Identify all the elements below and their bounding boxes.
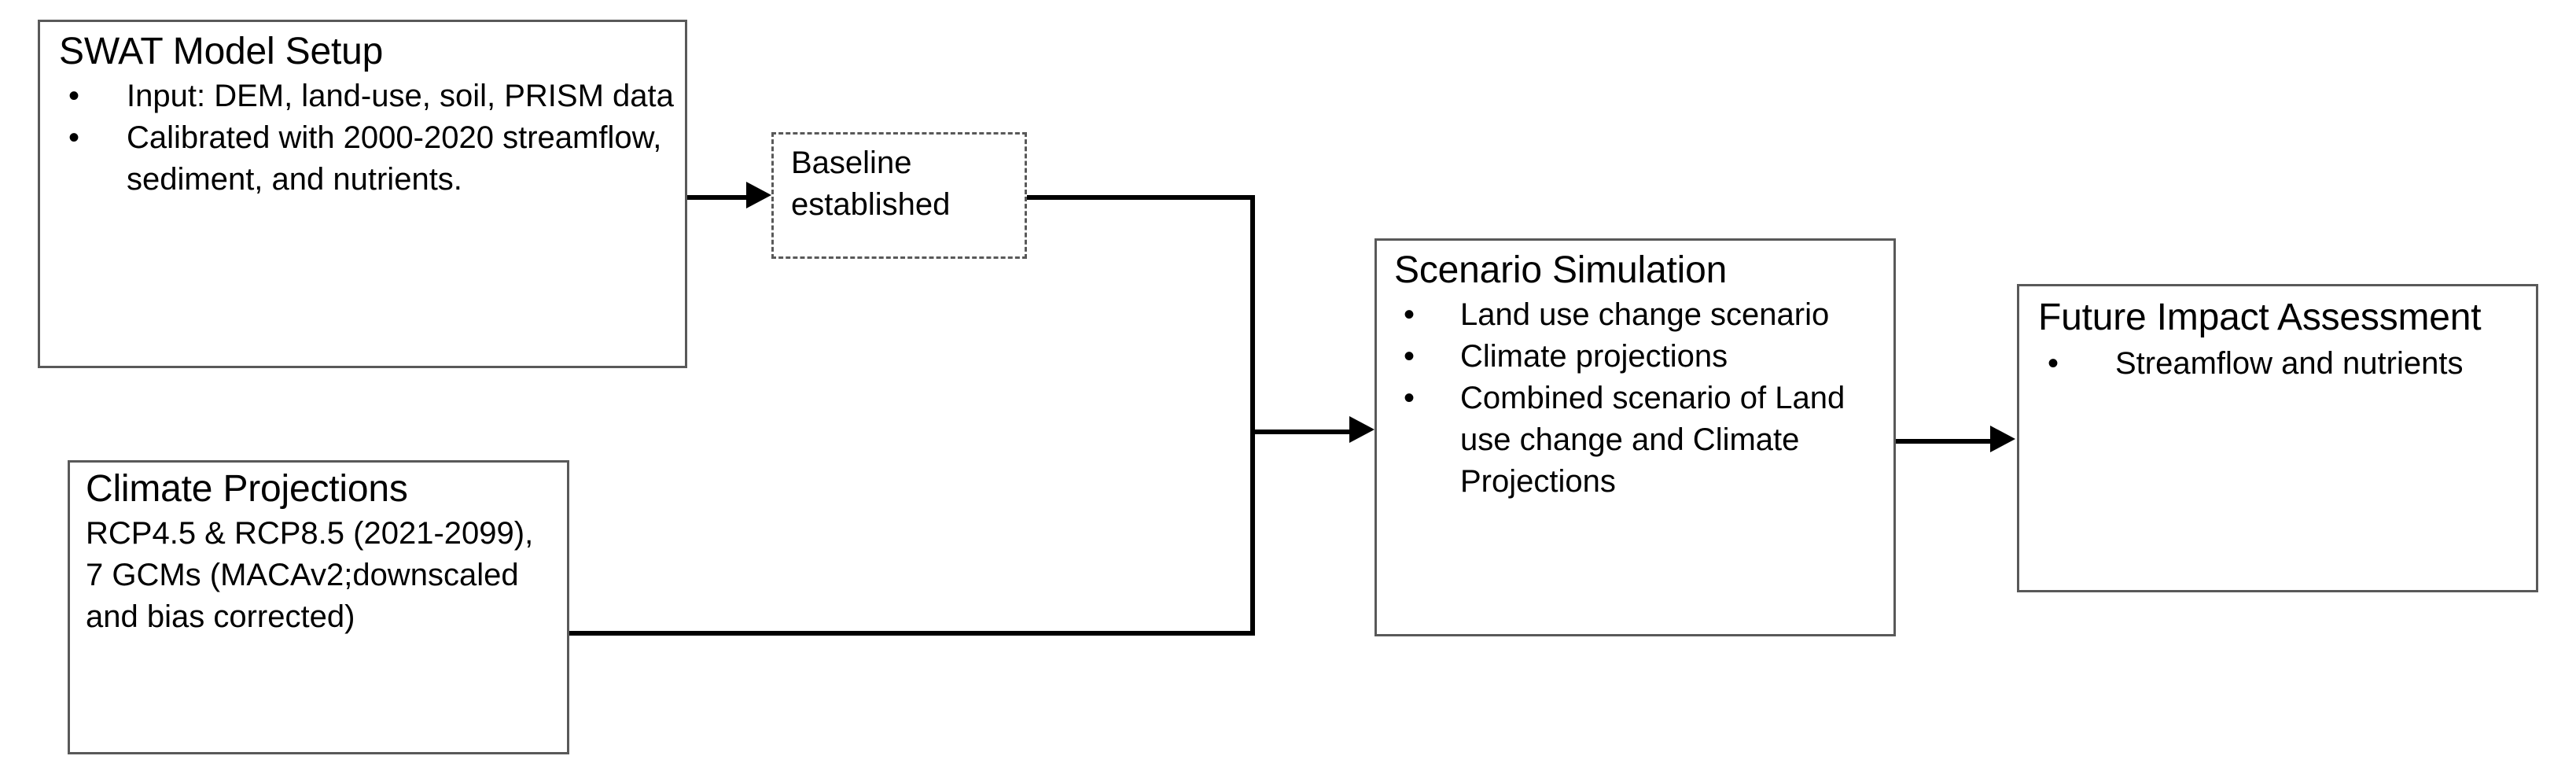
future-bullet-0: Streamflow and nutrients xyxy=(2115,345,2464,381)
arrowhead-scenario-to-future xyxy=(1990,426,2015,452)
future-bullet-list: • Streamflow and nutrients xyxy=(2038,343,2528,385)
list-item: • Climate projections xyxy=(1394,336,1886,378)
bullet-icon: • xyxy=(68,78,80,113)
list-item: • Land use change scenario xyxy=(1394,294,1886,336)
connector-junction-to-scenario xyxy=(1250,430,1356,434)
connector-climate-to-junction xyxy=(568,631,1255,636)
arrowhead-junction-to-scenario xyxy=(1349,416,1374,443)
node-swat-model-setup: SWAT Model Setup • Input: DEM, land-use, … xyxy=(38,20,687,368)
node-scenario-simulation: Scenario Simulation • Land use change sce… xyxy=(1374,238,1896,636)
node-climate-projections: Climate Projections RCP4.5 & RCP8.5 (202… xyxy=(68,460,569,754)
list-item: • Combined scenario of Land use change an… xyxy=(1394,378,1886,503)
swat-bullet-0: Input: DEM, land-use, soil, PRISM data xyxy=(127,78,674,113)
arrowhead-swat-to-baseline xyxy=(746,182,771,208)
connector-swat-to-baseline xyxy=(686,195,754,200)
swat-title: SWAT Model Setup xyxy=(59,31,384,72)
connector-junction-bus xyxy=(1250,195,1255,636)
climate-body: RCP4.5 & RCP8.5 (2021-2099), 7 GCMs (MAC… xyxy=(86,515,534,635)
connector-scenario-to-future xyxy=(1895,439,1993,444)
swat-bullet-1: Calibrated with 2000-2020 streamflow, se… xyxy=(127,120,662,197)
node-baseline-established: Baseline established xyxy=(771,132,1027,259)
list-item: • Calibrated with 2000-2020 streamflow, s… xyxy=(59,117,674,201)
future-title: Future Impact Assessment xyxy=(2038,297,2482,338)
scenario-title: Scenario Simulation xyxy=(1394,249,1728,291)
scenario-bullet-0: Land use change scenario xyxy=(1460,297,1830,332)
swat-bullet-list: •Input: DEM, land-use, soil, PRISM data … xyxy=(59,76,674,201)
scenario-bullet-2: Combined scenario of Land use change and… xyxy=(1460,381,1846,500)
connector-baseline-to-junction xyxy=(1025,195,1253,200)
climate-title: Climate Projections xyxy=(86,468,408,510)
bullet-icon: • xyxy=(68,120,80,155)
list-item: • Streamflow and nutrients xyxy=(2038,343,2528,385)
scenario-bullet-1: Climate projections xyxy=(1460,338,1728,374)
bullet-icon: • xyxy=(1404,338,1415,374)
list-item: • Input: DEM, land-use, soil, PRISM data xyxy=(59,76,674,117)
node-future-impact-assessment: Future Impact Assessment • Streamflow and… xyxy=(2017,284,2538,592)
bullet-icon: • xyxy=(1404,381,1415,416)
baseline-label: Baseline established xyxy=(791,146,951,223)
bullet-icon: • xyxy=(2048,345,2059,381)
bullet-icon: • xyxy=(1404,297,1415,332)
scenario-bullet-list: • Land use change scenario • Climate proje… xyxy=(1394,294,1886,503)
